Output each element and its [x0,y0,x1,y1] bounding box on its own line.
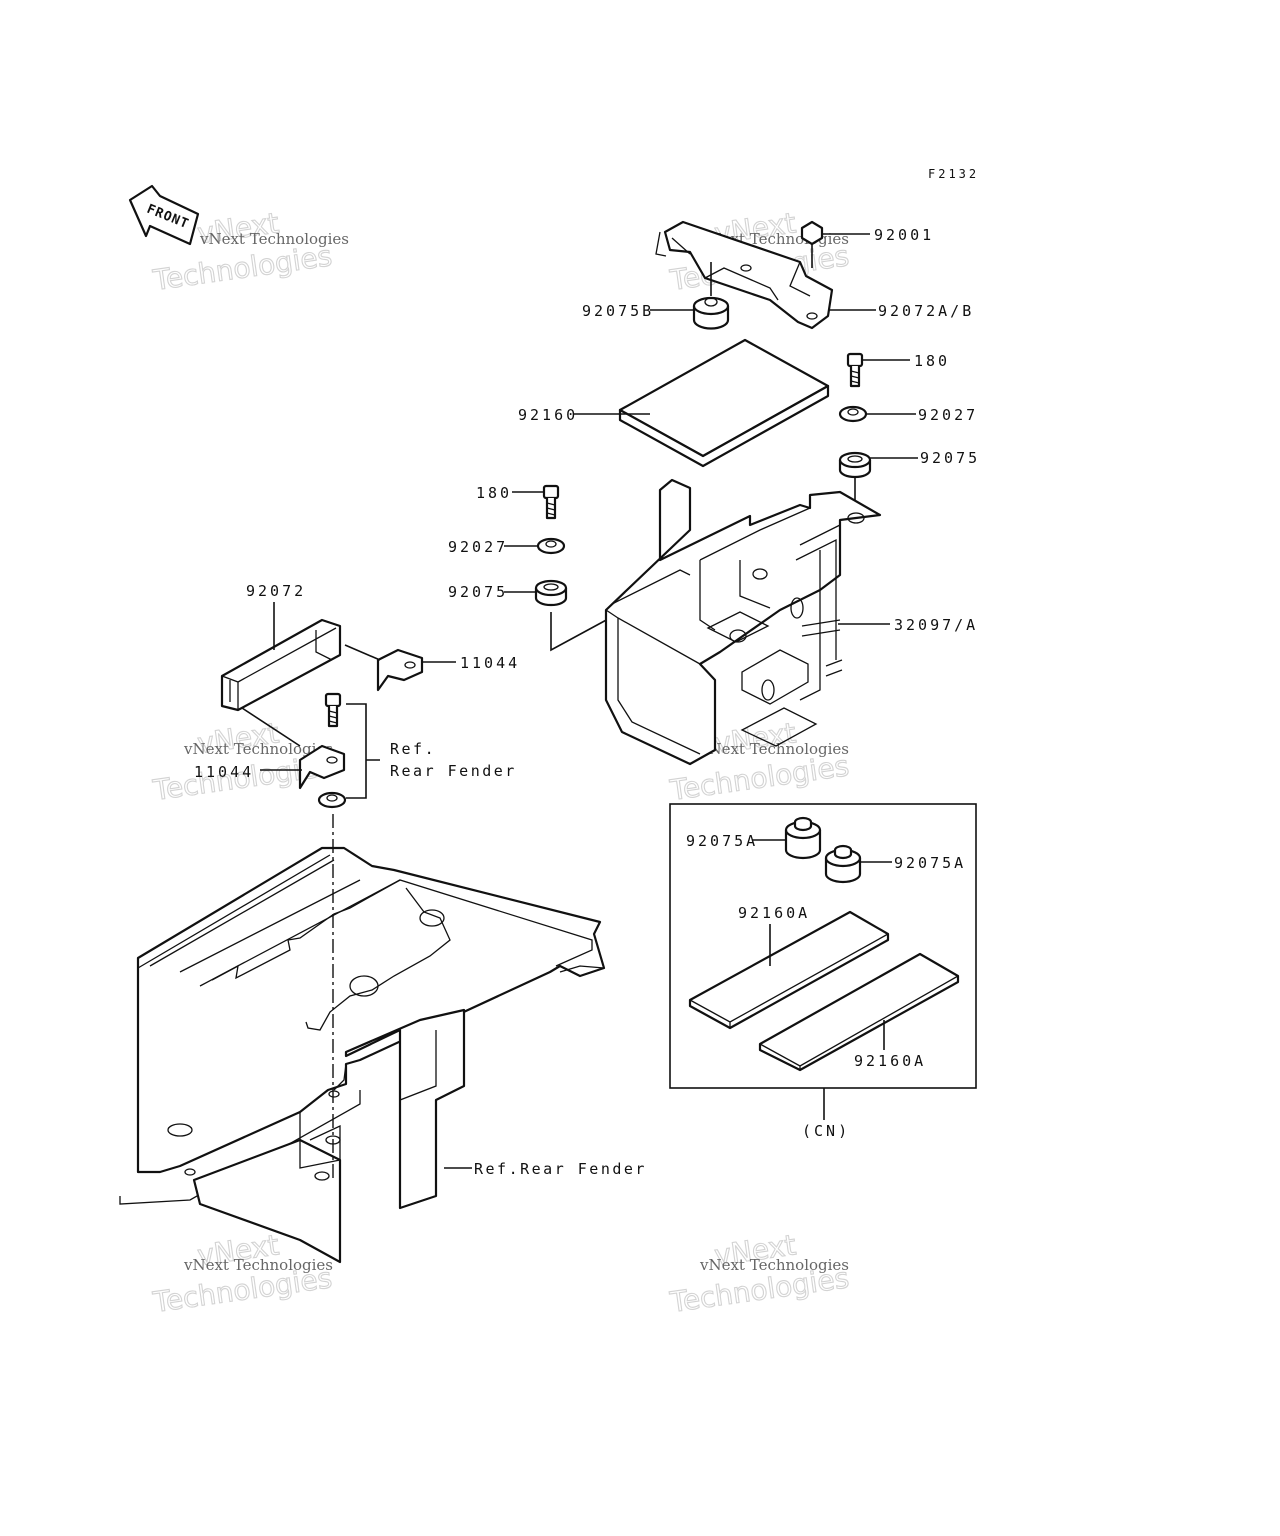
battery-pad-92160 [618,338,830,468]
ref-label-line1: Ref. [390,740,436,758]
grommet-92075-left [534,579,611,652]
figure-id: F2132 [928,167,979,181]
part-label-92075b: 92075B [582,302,654,320]
bolt-left-small [324,692,342,728]
bracket-11044-top [344,644,424,692]
watermark-text: vNext Technologies [183,740,333,758]
watermark-text: vNext Technologies [199,230,349,248]
ref-bracket-line [346,703,380,799]
collar-92027-left [536,537,566,555]
rubber-92075b [692,262,730,330]
battery-case-32097a [604,478,882,766]
part-label-32097a: 32097/A [894,616,978,634]
part-label-92160: 92160 [518,406,578,424]
bolt-hole-marker [325,1135,341,1145]
part-label-180-right: 180 [914,352,950,370]
part-label-92027-left: 92027 [448,538,508,556]
collar-92027-right [838,405,868,423]
bolt-180-left [542,484,560,520]
part-label-92075-right: 92075 [920,449,980,467]
part-label-92027-right: 92027 [918,406,978,424]
part-label-11044-bottom: 11044 [194,763,254,781]
kit-label-92160a-top: 92160A [738,904,810,922]
strap-92072 [220,618,342,712]
rear-fender [119,846,606,1264]
ref-rear-fender-label: Ref.Rear Fender [474,1160,647,1178]
part-label-92075-left: 92075 [448,583,508,601]
ref-label-line2: Rear Fender [390,762,517,780]
kit-box-cn [669,803,977,1120]
watermark-text: vNext Technologies [699,740,849,758]
kit-region-label: (CN) [802,1122,850,1140]
bolt-92001 [800,220,824,268]
watermark-text: vNext Technologies [183,1256,333,1274]
kit-label-92160a-bottom: 92160A [854,1052,926,1070]
bracket-11044-bottom [241,707,346,790]
kit-label-92075a-right: 92075A [894,854,966,872]
collar-left-small [317,791,347,809]
part-label-180-left: 180 [476,484,512,502]
part-label-92072ab: 92072A/B [878,302,974,320]
battery-hold-bracket [655,220,834,330]
leader-lines [260,233,918,771]
part-label-11044-top: 11044 [460,654,520,672]
watermark-text: vNext Technologies [699,1256,849,1274]
bolt-180-right [846,352,864,388]
part-label-92072: 92072 [246,582,306,600]
front-arrow-icon: FRONT [128,184,200,246]
bolt-hole-marker [314,1171,330,1181]
part-label-92001: 92001 [874,226,934,244]
kit-label-92075a-left: 92075A [686,832,758,850]
